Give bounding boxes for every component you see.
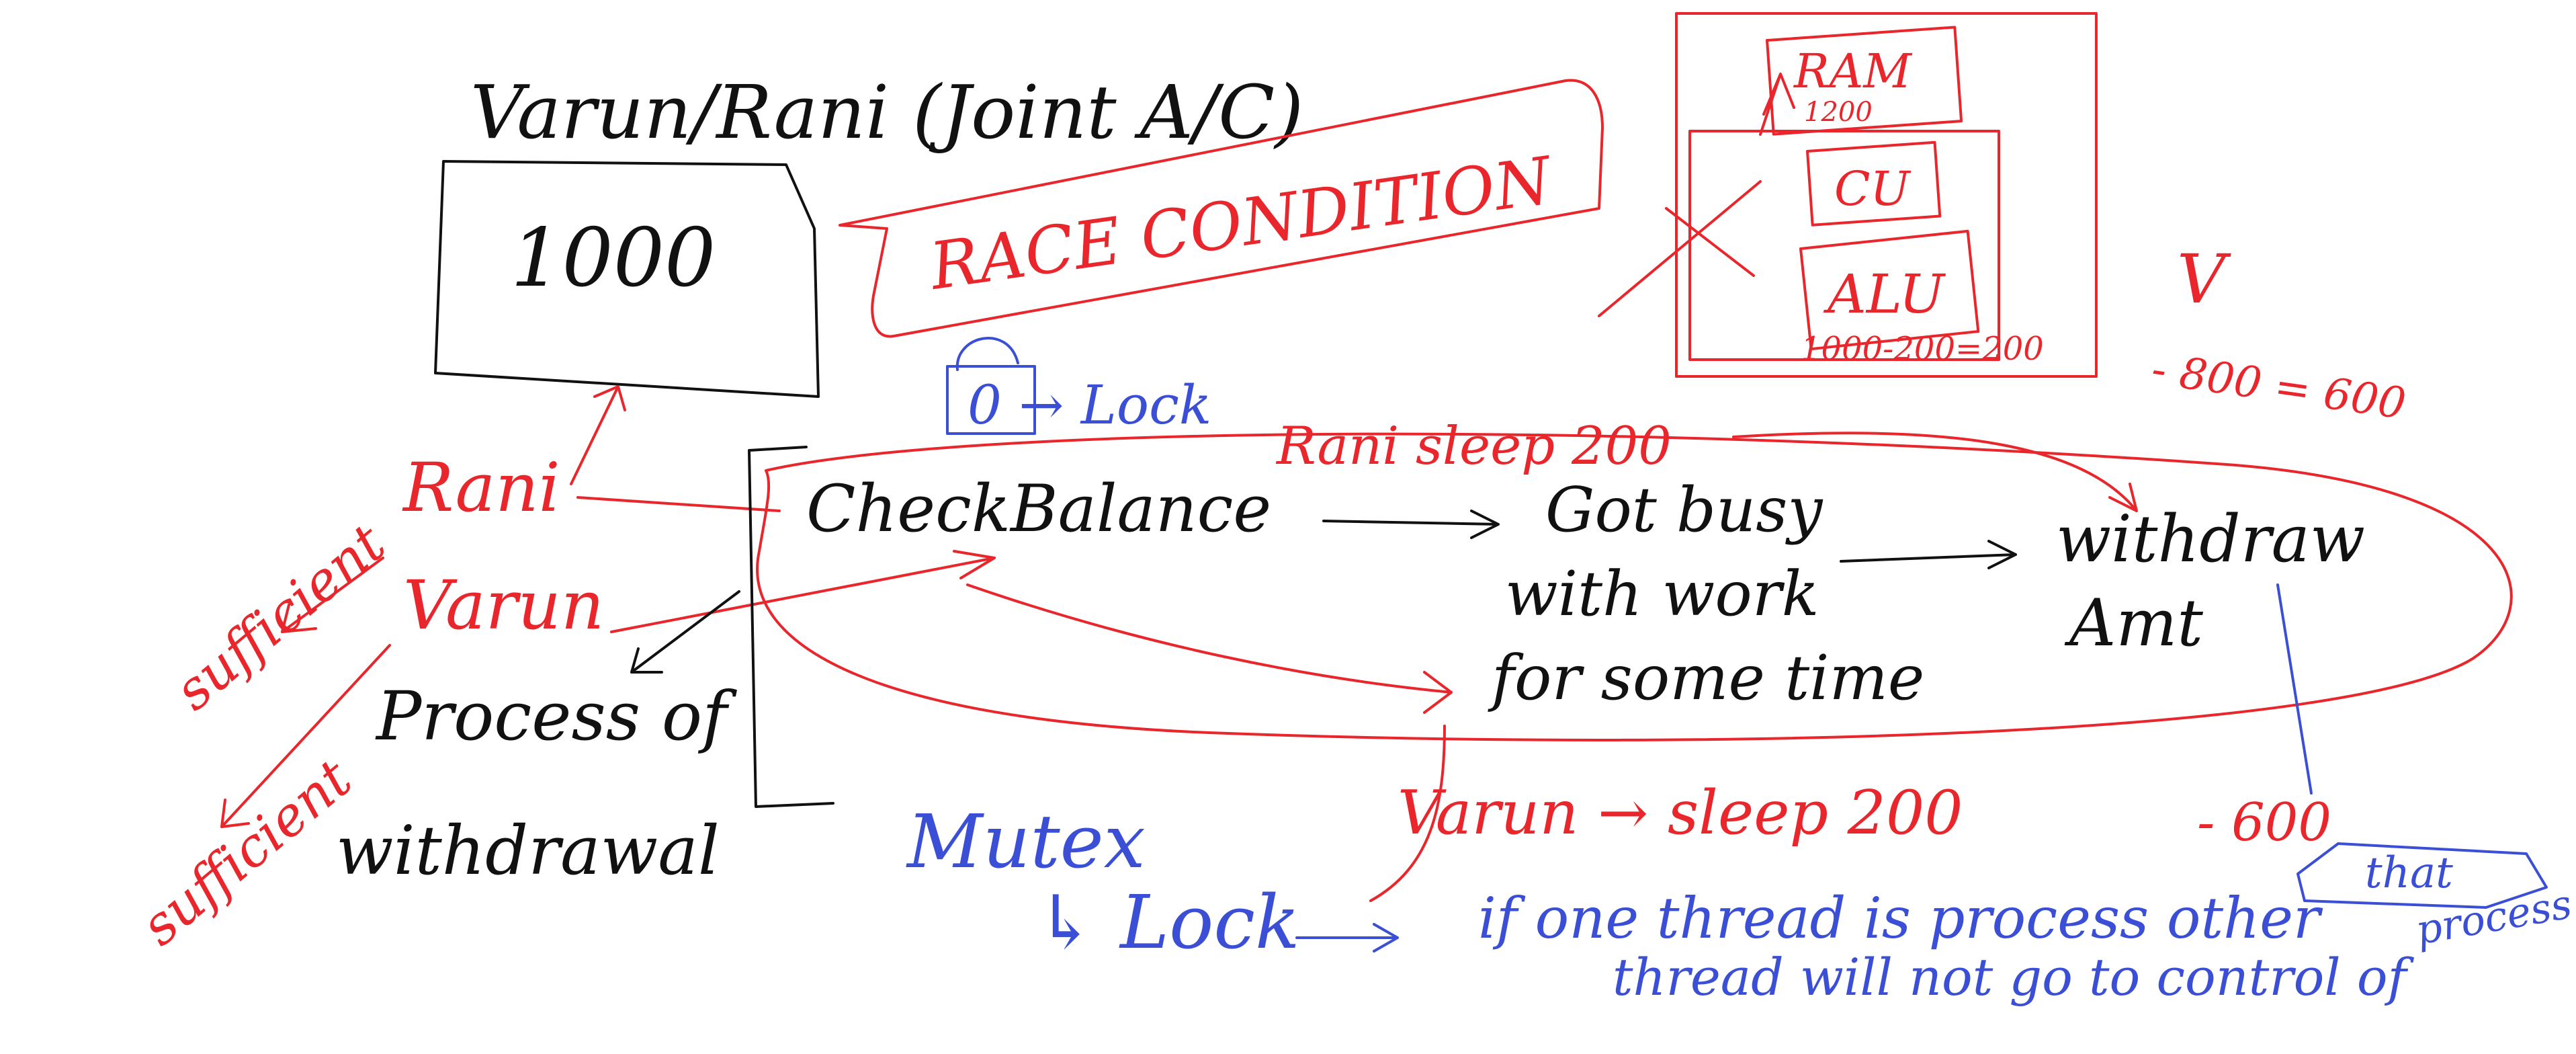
ram-box xyxy=(1765,26,1963,136)
cu-box xyxy=(1806,140,1942,227)
lock-shackle-icon xyxy=(955,337,1019,371)
rani-sleep-arrow xyxy=(1732,432,2138,512)
varun-path-arrow xyxy=(966,583,1453,714)
lock-to-note-arrow xyxy=(1295,923,1399,952)
calc-continued: - 800 = 600 xyxy=(2149,345,2409,430)
mutex-label: Mutex xyxy=(906,799,1146,885)
alu-box xyxy=(1799,229,1980,351)
rani-sleep-label: Rani sleep 200 xyxy=(1275,416,1672,477)
cpu-cross-mark xyxy=(1598,180,1762,317)
process-flow-oval xyxy=(756,432,2513,741)
lock-body xyxy=(946,365,1036,435)
v-label: V xyxy=(2177,240,2231,319)
rani-label: Rani xyxy=(402,448,560,527)
alu-label: ALU xyxy=(1823,263,1946,325)
mutex-lock-label: ↳ Lock xyxy=(1035,879,1300,965)
varun-label: Varun xyxy=(403,566,604,645)
rani-arrow-up xyxy=(570,385,626,485)
balance-box xyxy=(434,160,820,398)
ram-value: 1200 xyxy=(1804,97,1873,128)
race-condition-box xyxy=(839,79,1604,338)
sufficient-label-2: sufficient xyxy=(129,747,363,958)
varun-to-checkbalance xyxy=(610,550,996,633)
result-label: - 600 xyxy=(2197,793,2331,853)
lock-top-label: 0 → Lock xyxy=(968,374,1211,436)
arrow-step1-to-step2 xyxy=(1322,510,1500,539)
race-condition-label: RACE CONDITION xyxy=(925,143,1558,305)
cpu-inner-box xyxy=(1688,130,2000,361)
step-busy-line2: with work xyxy=(1505,558,1819,630)
process-title-line1: Process of xyxy=(375,677,737,756)
note-that: that xyxy=(2365,848,2453,898)
alu-calculation: 1000-200=200 xyxy=(1801,330,2044,368)
step-check-balance: CheckBalance xyxy=(806,471,1271,546)
process-bracket xyxy=(748,446,834,808)
balance-value: 1000 xyxy=(511,212,716,305)
sufficient-arrow-2 xyxy=(220,644,391,828)
varun-sleep-label: Varun → sleep 200 xyxy=(1398,778,1963,848)
varun-to-process-arrow xyxy=(630,590,740,674)
withdraw-down-line xyxy=(2276,583,2313,795)
step-busy-line3: for some time xyxy=(1488,642,1924,714)
note-line2: thread will not go to control of xyxy=(1613,947,2415,1007)
note-line1: if one thread is process other xyxy=(1478,885,2323,951)
ram-label: RAM xyxy=(1793,44,1913,99)
ram-arrow xyxy=(1759,73,1795,136)
cu-label: CU xyxy=(1834,161,1912,216)
sufficient-label-1: sufficient xyxy=(163,512,397,723)
sufficient-arrow-1 xyxy=(281,557,384,633)
rani-to-checkbalance xyxy=(576,496,781,512)
process-title-line2: withdrawal xyxy=(336,811,720,890)
cpu-outer-box xyxy=(1675,12,2098,378)
arrow-step2-to-step3 xyxy=(1840,540,2017,569)
step-withdraw-line2: Amt xyxy=(2064,585,2203,661)
step-withdraw-line1: withdraw xyxy=(2056,501,2365,577)
varun-sleep-hook xyxy=(1369,725,1446,902)
step-busy-line1: Got busy xyxy=(1545,474,1823,546)
joint-account-title: Varun/Rani (Joint A/C) xyxy=(470,69,1303,155)
that-box xyxy=(2296,842,2548,909)
